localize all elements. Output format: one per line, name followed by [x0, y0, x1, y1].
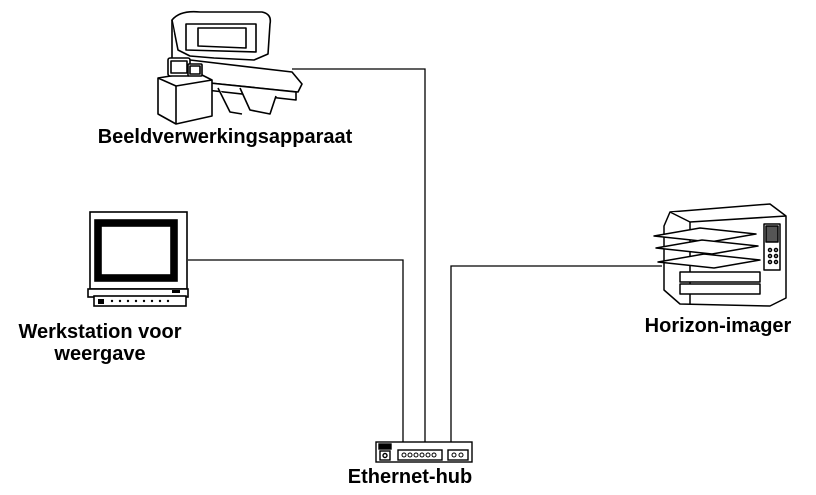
connection-imaging-device-to-hub [292, 68, 426, 442]
ethernet-hub-icon [375, 441, 473, 463]
ethernet-hub-label: Ethernet-hub [347, 466, 473, 488]
connection-workstation-to-hub [188, 259, 404, 442]
connection-imager-to-hub [450, 265, 662, 442]
mri-scanner-icon [157, 10, 303, 125]
printer-imager-icon [653, 203, 787, 307]
imager-label: Horizon-imager [644, 315, 792, 337]
connection-lines [188, 68, 662, 442]
workstation-label-line2: weergave [54, 343, 146, 365]
imaging-device-label: Beeldverwerkingsapparaat [97, 126, 353, 148]
workstation-label-line1: Werkstation voor [18, 321, 182, 343]
workstation-label: Werkstation voor weergave [0, 321, 200, 365]
workstation-monitor-icon [87, 211, 189, 307]
